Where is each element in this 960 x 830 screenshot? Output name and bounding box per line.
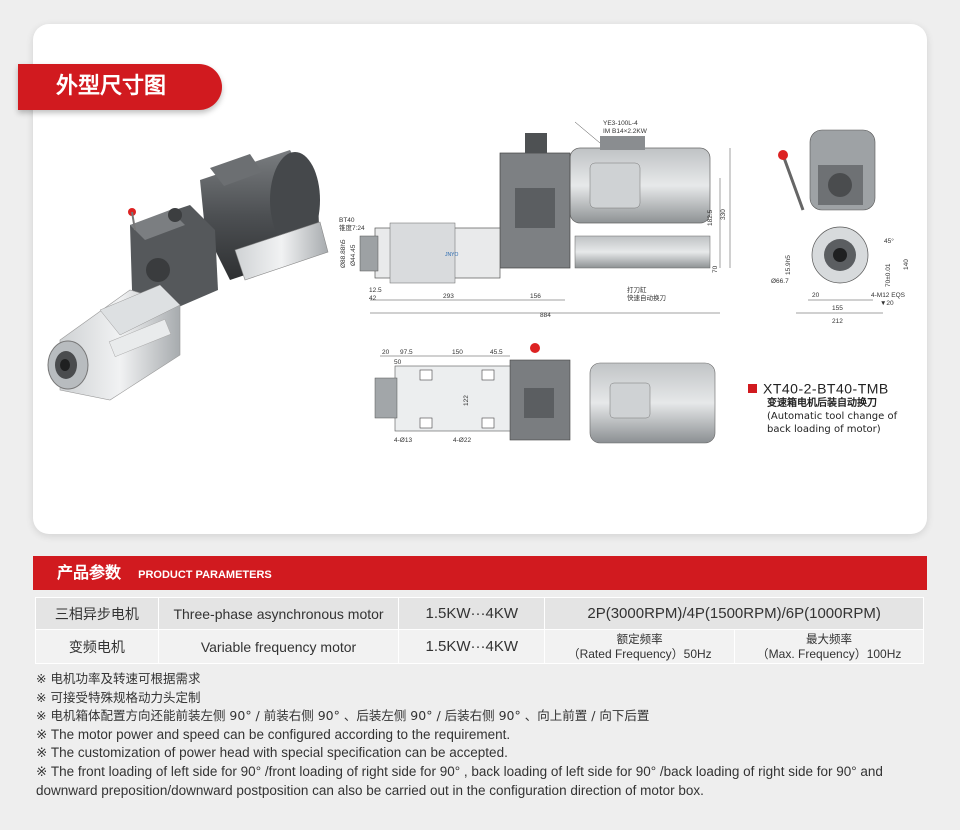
table-row: 变频电机 Variable frequency motor 1.5KW···4K… — [35, 629, 924, 664]
dim-70b: 70±0.01 — [885, 263, 892, 287]
d88-label: Ø88.88h5 — [340, 239, 347, 268]
dim-156: 156 — [530, 293, 541, 300]
dim-884: 884 — [540, 312, 551, 319]
max-frequency-cell: 最大频率 （Max. Frequency）100Hz — [734, 629, 924, 664]
b-122: 122 — [463, 395, 470, 406]
params-title-cn: 产品参数 — [57, 563, 122, 582]
dim-42: 42 — [369, 295, 377, 302]
knock-label-2: 快速自动换刀 — [627, 293, 666, 302]
rated-frequency-cell: 额定频率 （Rated Frequency）50Hz — [544, 629, 736, 664]
b-13: 4-Ø13 — [394, 437, 412, 444]
motor-type-en: Three-phase asynchronous motor — [157, 597, 400, 630]
model-marker-icon — [748, 384, 757, 393]
max-frequency-cn: 最大频率 — [806, 631, 853, 646]
dim-12-5: 12.5 — [369, 287, 382, 294]
knock-label: 打刀缸 — [627, 285, 647, 294]
b-150: 150 — [452, 349, 463, 356]
notes-list: ※ 电机功率及转速可根据需求 ※ 可接受特殊规格动力头定制 ※ 电机箱体配置方向… — [36, 670, 926, 800]
model-code: XT40-2-BT40-TMB — [763, 380, 889, 397]
d44-label: Ø44.45 — [350, 244, 357, 266]
b-45: 45.5 — [490, 349, 503, 356]
dim-15: 15.9h5 — [785, 255, 792, 275]
product-3d-image — [47, 150, 329, 401]
bt40-label: BT40 — [339, 217, 355, 224]
max-frequency-en: （Max. Frequency）100Hz — [756, 646, 902, 661]
side-view-drawing: JNYO YE3-100L-4 IM B14×2.2KW BT40 锥度7:24… — [339, 120, 731, 319]
speed-options: 2P(3000RPM)/4P(1500RPM)/6P(1000RPM) — [544, 597, 924, 630]
dim-20: 20 — [812, 292, 820, 299]
power-range: 1.5KW···4KW — [398, 597, 546, 630]
dim-140: 140 — [903, 259, 910, 270]
b-50: 50 — [394, 359, 402, 366]
b-22: 4-Ø22 — [453, 437, 471, 444]
note-item: ※ 电机功率及转速可根据需求 — [36, 671, 201, 686]
params-title-en: PRODUCT PARAMETERS — [138, 569, 272, 581]
note-item: ※ The customization of power head with s… — [36, 745, 508, 761]
dim-d66: Ø66.7 — [771, 278, 789, 285]
model-desc-en-1: (Automatic tool change of — [767, 411, 898, 422]
params-header: 产品参数 PRODUCT PARAMETERS — [33, 556, 927, 590]
dim-182-5: 182.5 — [707, 209, 714, 226]
b-20: 20 — [382, 349, 390, 356]
dim-330: 330 — [720, 209, 727, 220]
rated-frequency-en: （Rated Frequency）50Hz — [567, 646, 712, 661]
top-view-drawing: 20 97.5 150 45.5 50 122 4-Ø13 4-Ø22 — [374, 343, 716, 444]
dim-155: 155 — [832, 305, 843, 312]
brand-label: JNYO — [445, 252, 458, 258]
motor-spec-1: YE3-100L-4 — [603, 120, 638, 127]
motor-type-cn: 三相异步电机 — [35, 597, 159, 630]
dim-45deg: 45° — [884, 237, 894, 245]
dim-70: 70 — [712, 265, 719, 273]
section-title: 外型尺寸图 — [18, 64, 222, 110]
model-desc-cn: 变速箱电机后装自动换刀 — [767, 398, 877, 409]
taper-label: 锥度7:24 — [339, 223, 365, 232]
dim-212: 212 — [832, 318, 843, 325]
note-item: ※ 可接受特殊规格动力头定制 — [36, 689, 201, 705]
params-table: 三相异步电机 Three-phase asynchronous motor 1.… — [35, 597, 924, 664]
model-desc-en-2: back loading of motor) — [767, 424, 881, 435]
table-row: 三相异步电机 Three-phase asynchronous motor 1.… — [35, 597, 924, 630]
power-range: 1.5KW···4KW — [398, 629, 546, 664]
note-item: ※ 电机箱体配置方向还能前装左侧 90° / 前装右侧 90° 、后装左侧 90… — [36, 708, 650, 724]
b-97: 97.5 — [400, 349, 413, 356]
model-caption: XT40-2-BT40-TMB 变速箱电机后装自动换刀 (Automatic t… — [748, 378, 918, 436]
dim-293: 293 — [443, 293, 454, 300]
note-item: ※ The front loading of left side for 90°… — [36, 763, 883, 798]
motor-type-en: Variable frequency motor — [157, 629, 400, 664]
motor-spec-2: IM B14×2.2KW — [603, 128, 648, 135]
rated-frequency-cn: 额定频率 — [616, 631, 663, 646]
end-view-drawing: 45° 15.9h5 140 70±0.01 Ø66.7 20 155 212 … — [771, 129, 910, 325]
m12-label: 4-M12 EQS — [871, 292, 906, 299]
note-item: ※ The motor power and speed can be confi… — [36, 726, 511, 742]
m12-depth: ▼20 — [880, 300, 894, 307]
motor-type-cn: 变频电机 — [35, 629, 159, 664]
